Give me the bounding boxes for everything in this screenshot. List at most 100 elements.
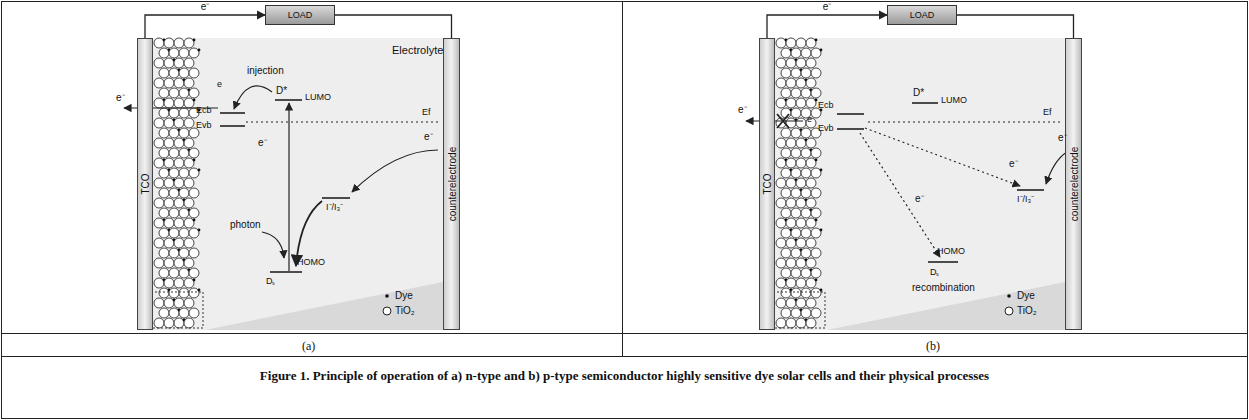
energy-label: photon xyxy=(230,220,261,230)
dye-dot xyxy=(193,219,196,222)
dye-dot xyxy=(198,169,201,172)
dye-dot xyxy=(193,279,196,282)
tio2-particle xyxy=(811,88,821,98)
tio2-particle xyxy=(174,278,184,288)
tio2-particle xyxy=(164,158,174,168)
tio2-particle xyxy=(811,188,821,198)
electrode-label: TCO xyxy=(762,173,773,194)
dye-dot xyxy=(820,229,823,232)
tio2-particle xyxy=(781,208,791,218)
dye-dot xyxy=(820,289,823,292)
tio2-particle xyxy=(801,288,811,298)
tio2-symbol xyxy=(383,307,391,315)
tio2-particle xyxy=(801,188,811,198)
energy-label: D* xyxy=(913,88,924,98)
tio2-particle xyxy=(154,198,164,208)
tio2-particle xyxy=(786,98,796,108)
energy-label: injection xyxy=(247,66,284,76)
electrode-label: counterelectrode xyxy=(1068,147,1079,222)
tio2-particle xyxy=(776,258,786,268)
tio2-particle xyxy=(806,318,816,328)
energy-label: LUMO xyxy=(305,93,331,102)
tio2-particle xyxy=(786,178,796,188)
tio2-particle xyxy=(164,258,174,268)
tio2-particle xyxy=(811,68,821,78)
tio2-particle xyxy=(159,268,169,278)
tio2-particle xyxy=(781,308,791,318)
dye-dot xyxy=(198,229,201,232)
tio2-particle xyxy=(154,78,164,88)
tio2-particle xyxy=(154,58,164,68)
tio2-particle xyxy=(179,228,189,238)
tio2-particle xyxy=(801,208,811,218)
tio2-particle xyxy=(791,188,801,198)
tio2-particle xyxy=(786,278,796,288)
tio2-particle xyxy=(184,98,194,108)
tio2-particle xyxy=(791,228,801,238)
energy-label: Ef xyxy=(1043,108,1052,117)
tio2-particle xyxy=(806,278,816,288)
tio2-particle xyxy=(184,118,194,128)
tio2-particle xyxy=(781,48,791,58)
electron-label: e⁻ xyxy=(201,2,210,12)
tio2-particle xyxy=(159,48,169,58)
tio2-particle xyxy=(781,268,791,278)
tio2-particle xyxy=(781,128,791,138)
tio2-particle xyxy=(164,58,174,68)
tio2-particle xyxy=(189,168,199,178)
tio2-particle xyxy=(796,178,806,188)
tio2-particle xyxy=(164,298,174,308)
circuit-wire xyxy=(957,15,1074,38)
tio2-particle xyxy=(184,158,194,168)
tio2-particle xyxy=(154,298,164,308)
tio2-particle xyxy=(776,98,786,108)
tio2-particle xyxy=(781,248,791,258)
tio2-particle xyxy=(159,68,169,78)
tio2-particle xyxy=(189,48,199,58)
dye-dot xyxy=(815,39,818,42)
legend-text: TiO₂ xyxy=(395,306,415,316)
tio2-particle xyxy=(174,298,184,308)
tio2-particle xyxy=(806,298,816,308)
tio2-particle xyxy=(174,318,184,328)
tio2-particle xyxy=(801,128,811,138)
panel-label: (a) xyxy=(302,340,315,352)
tio2-particle xyxy=(179,288,189,298)
tio2-particle xyxy=(179,68,189,78)
dye-symbol xyxy=(1007,294,1011,298)
legend-text: Dye xyxy=(1017,291,1035,301)
energy-label: D* xyxy=(276,86,287,96)
tio2-particle xyxy=(179,88,189,98)
legend-swatch xyxy=(382,291,392,301)
tio2-particle xyxy=(184,318,194,328)
tio2-particle xyxy=(164,178,174,188)
tio2-particle xyxy=(159,88,169,98)
tio2-particle xyxy=(776,78,786,88)
tio2-particle xyxy=(184,238,194,248)
tio2-particle xyxy=(811,48,821,58)
tio2-particle xyxy=(781,148,791,158)
dye-dot xyxy=(820,169,823,172)
tio2-particle xyxy=(791,108,801,118)
tio2-particle xyxy=(806,138,816,148)
dye-dot xyxy=(198,289,201,292)
energy-label: e⁻ xyxy=(1058,133,1067,143)
tio2-particle xyxy=(801,68,811,78)
tio2-particle xyxy=(801,88,811,98)
dye-dot xyxy=(193,99,196,102)
tio2-particle xyxy=(159,148,169,158)
tio2-particle xyxy=(179,48,189,58)
tio2-particle xyxy=(184,258,194,268)
tio2-particle xyxy=(189,148,199,158)
tio2-particle xyxy=(796,218,806,228)
zoom-box xyxy=(773,292,825,328)
tio2-particle xyxy=(791,48,801,58)
tio2-particle xyxy=(786,198,796,208)
dye-dot xyxy=(193,39,196,42)
tio2-particle xyxy=(154,238,164,248)
dye-dot xyxy=(193,159,196,162)
tio2-particle xyxy=(806,98,816,108)
electron-label: e⁻ xyxy=(823,2,832,12)
circuit-wire xyxy=(335,15,452,38)
tio2-particle xyxy=(811,208,821,218)
